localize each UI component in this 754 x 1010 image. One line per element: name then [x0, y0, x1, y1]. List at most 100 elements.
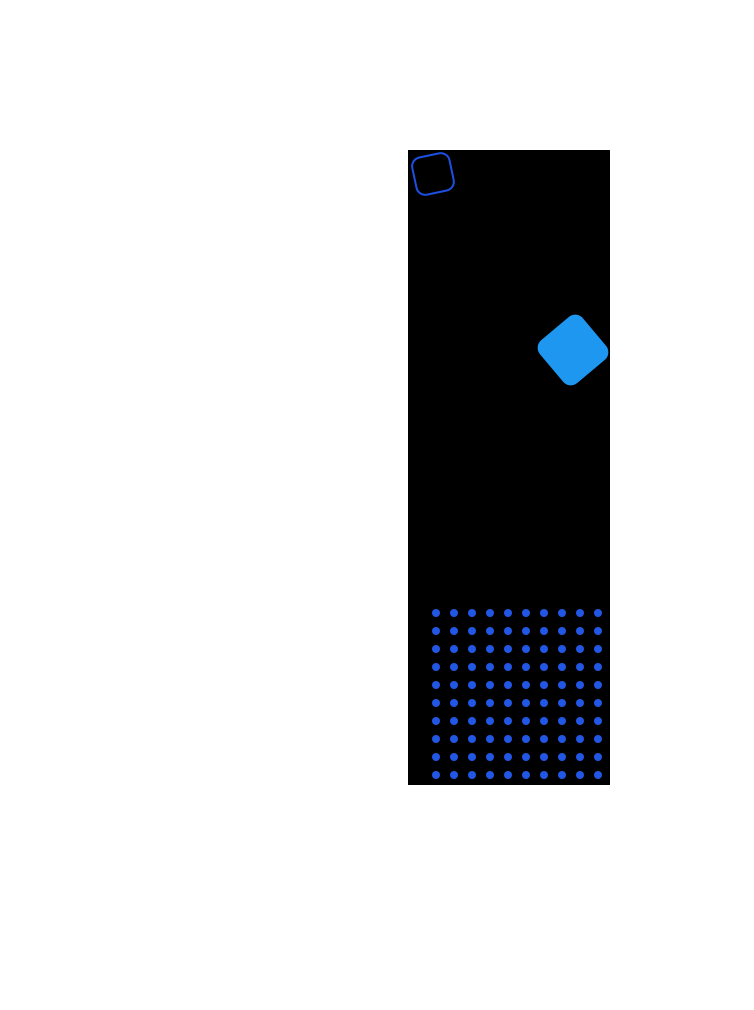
dot	[594, 645, 602, 653]
dot	[504, 717, 512, 725]
dot	[504, 609, 512, 617]
dot	[504, 699, 512, 707]
dot	[468, 771, 476, 779]
dot	[432, 681, 440, 689]
dot	[450, 771, 458, 779]
outlined-rounded-square-shape	[409, 150, 457, 198]
dot	[450, 609, 458, 617]
dot	[576, 609, 584, 617]
dot	[450, 717, 458, 725]
dot	[486, 771, 494, 779]
dot	[432, 771, 440, 779]
dot	[486, 645, 494, 653]
dot	[468, 663, 476, 671]
dot	[432, 699, 440, 707]
dot	[432, 609, 440, 617]
dot	[468, 717, 476, 725]
dot	[432, 645, 440, 653]
dot	[522, 663, 530, 671]
dot	[558, 753, 566, 761]
dot	[486, 627, 494, 635]
dot	[486, 753, 494, 761]
dot	[468, 753, 476, 761]
dot	[594, 681, 602, 689]
dot	[504, 681, 512, 689]
dot	[450, 735, 458, 743]
dot	[558, 609, 566, 617]
dot	[486, 609, 494, 617]
dot	[540, 735, 548, 743]
dot	[558, 735, 566, 743]
dot	[450, 753, 458, 761]
dot	[558, 663, 566, 671]
dot	[522, 753, 530, 761]
dot	[468, 699, 476, 707]
dot	[486, 735, 494, 743]
dot	[486, 717, 494, 725]
dot	[522, 717, 530, 725]
dot	[540, 645, 548, 653]
dot	[576, 699, 584, 707]
dot	[594, 717, 602, 725]
dot	[576, 771, 584, 779]
dot	[558, 771, 566, 779]
dot	[450, 627, 458, 635]
dot	[486, 663, 494, 671]
dot	[540, 699, 548, 707]
dot	[522, 735, 530, 743]
dot	[558, 699, 566, 707]
dot	[594, 663, 602, 671]
dot	[432, 717, 440, 725]
dot	[576, 717, 584, 725]
decorative-black-panel	[408, 150, 613, 785]
dot	[540, 627, 548, 635]
dot	[468, 681, 476, 689]
dot	[486, 681, 494, 689]
dot	[504, 771, 512, 779]
dot	[594, 609, 602, 617]
dot	[432, 663, 440, 671]
dot	[558, 645, 566, 653]
dot	[504, 645, 512, 653]
dot-grid	[432, 609, 602, 779]
dot	[504, 663, 512, 671]
dot	[504, 753, 512, 761]
dot	[522, 609, 530, 617]
dot	[576, 645, 584, 653]
dot	[468, 645, 476, 653]
dot	[504, 735, 512, 743]
dot	[432, 627, 440, 635]
dot	[522, 645, 530, 653]
dot	[558, 681, 566, 689]
dot	[540, 717, 548, 725]
dot	[594, 753, 602, 761]
solid-rounded-square-shape	[533, 310, 613, 390]
dot	[486, 699, 494, 707]
dot	[450, 681, 458, 689]
dot	[450, 645, 458, 653]
dot	[576, 753, 584, 761]
dot	[540, 663, 548, 671]
dot	[558, 717, 566, 725]
dot	[468, 735, 476, 743]
dot	[540, 771, 548, 779]
dot	[576, 627, 584, 635]
dot	[594, 699, 602, 707]
dot	[558, 627, 566, 635]
dot	[522, 699, 530, 707]
dot	[450, 663, 458, 671]
dot	[540, 609, 548, 617]
dot	[522, 627, 530, 635]
dot	[522, 681, 530, 689]
dot	[522, 771, 530, 779]
dot	[468, 627, 476, 635]
dot	[576, 681, 584, 689]
dot	[432, 753, 440, 761]
dot	[468, 609, 476, 617]
dot	[540, 753, 548, 761]
dot	[576, 735, 584, 743]
dot	[540, 681, 548, 689]
dot	[594, 735, 602, 743]
dot	[576, 663, 584, 671]
